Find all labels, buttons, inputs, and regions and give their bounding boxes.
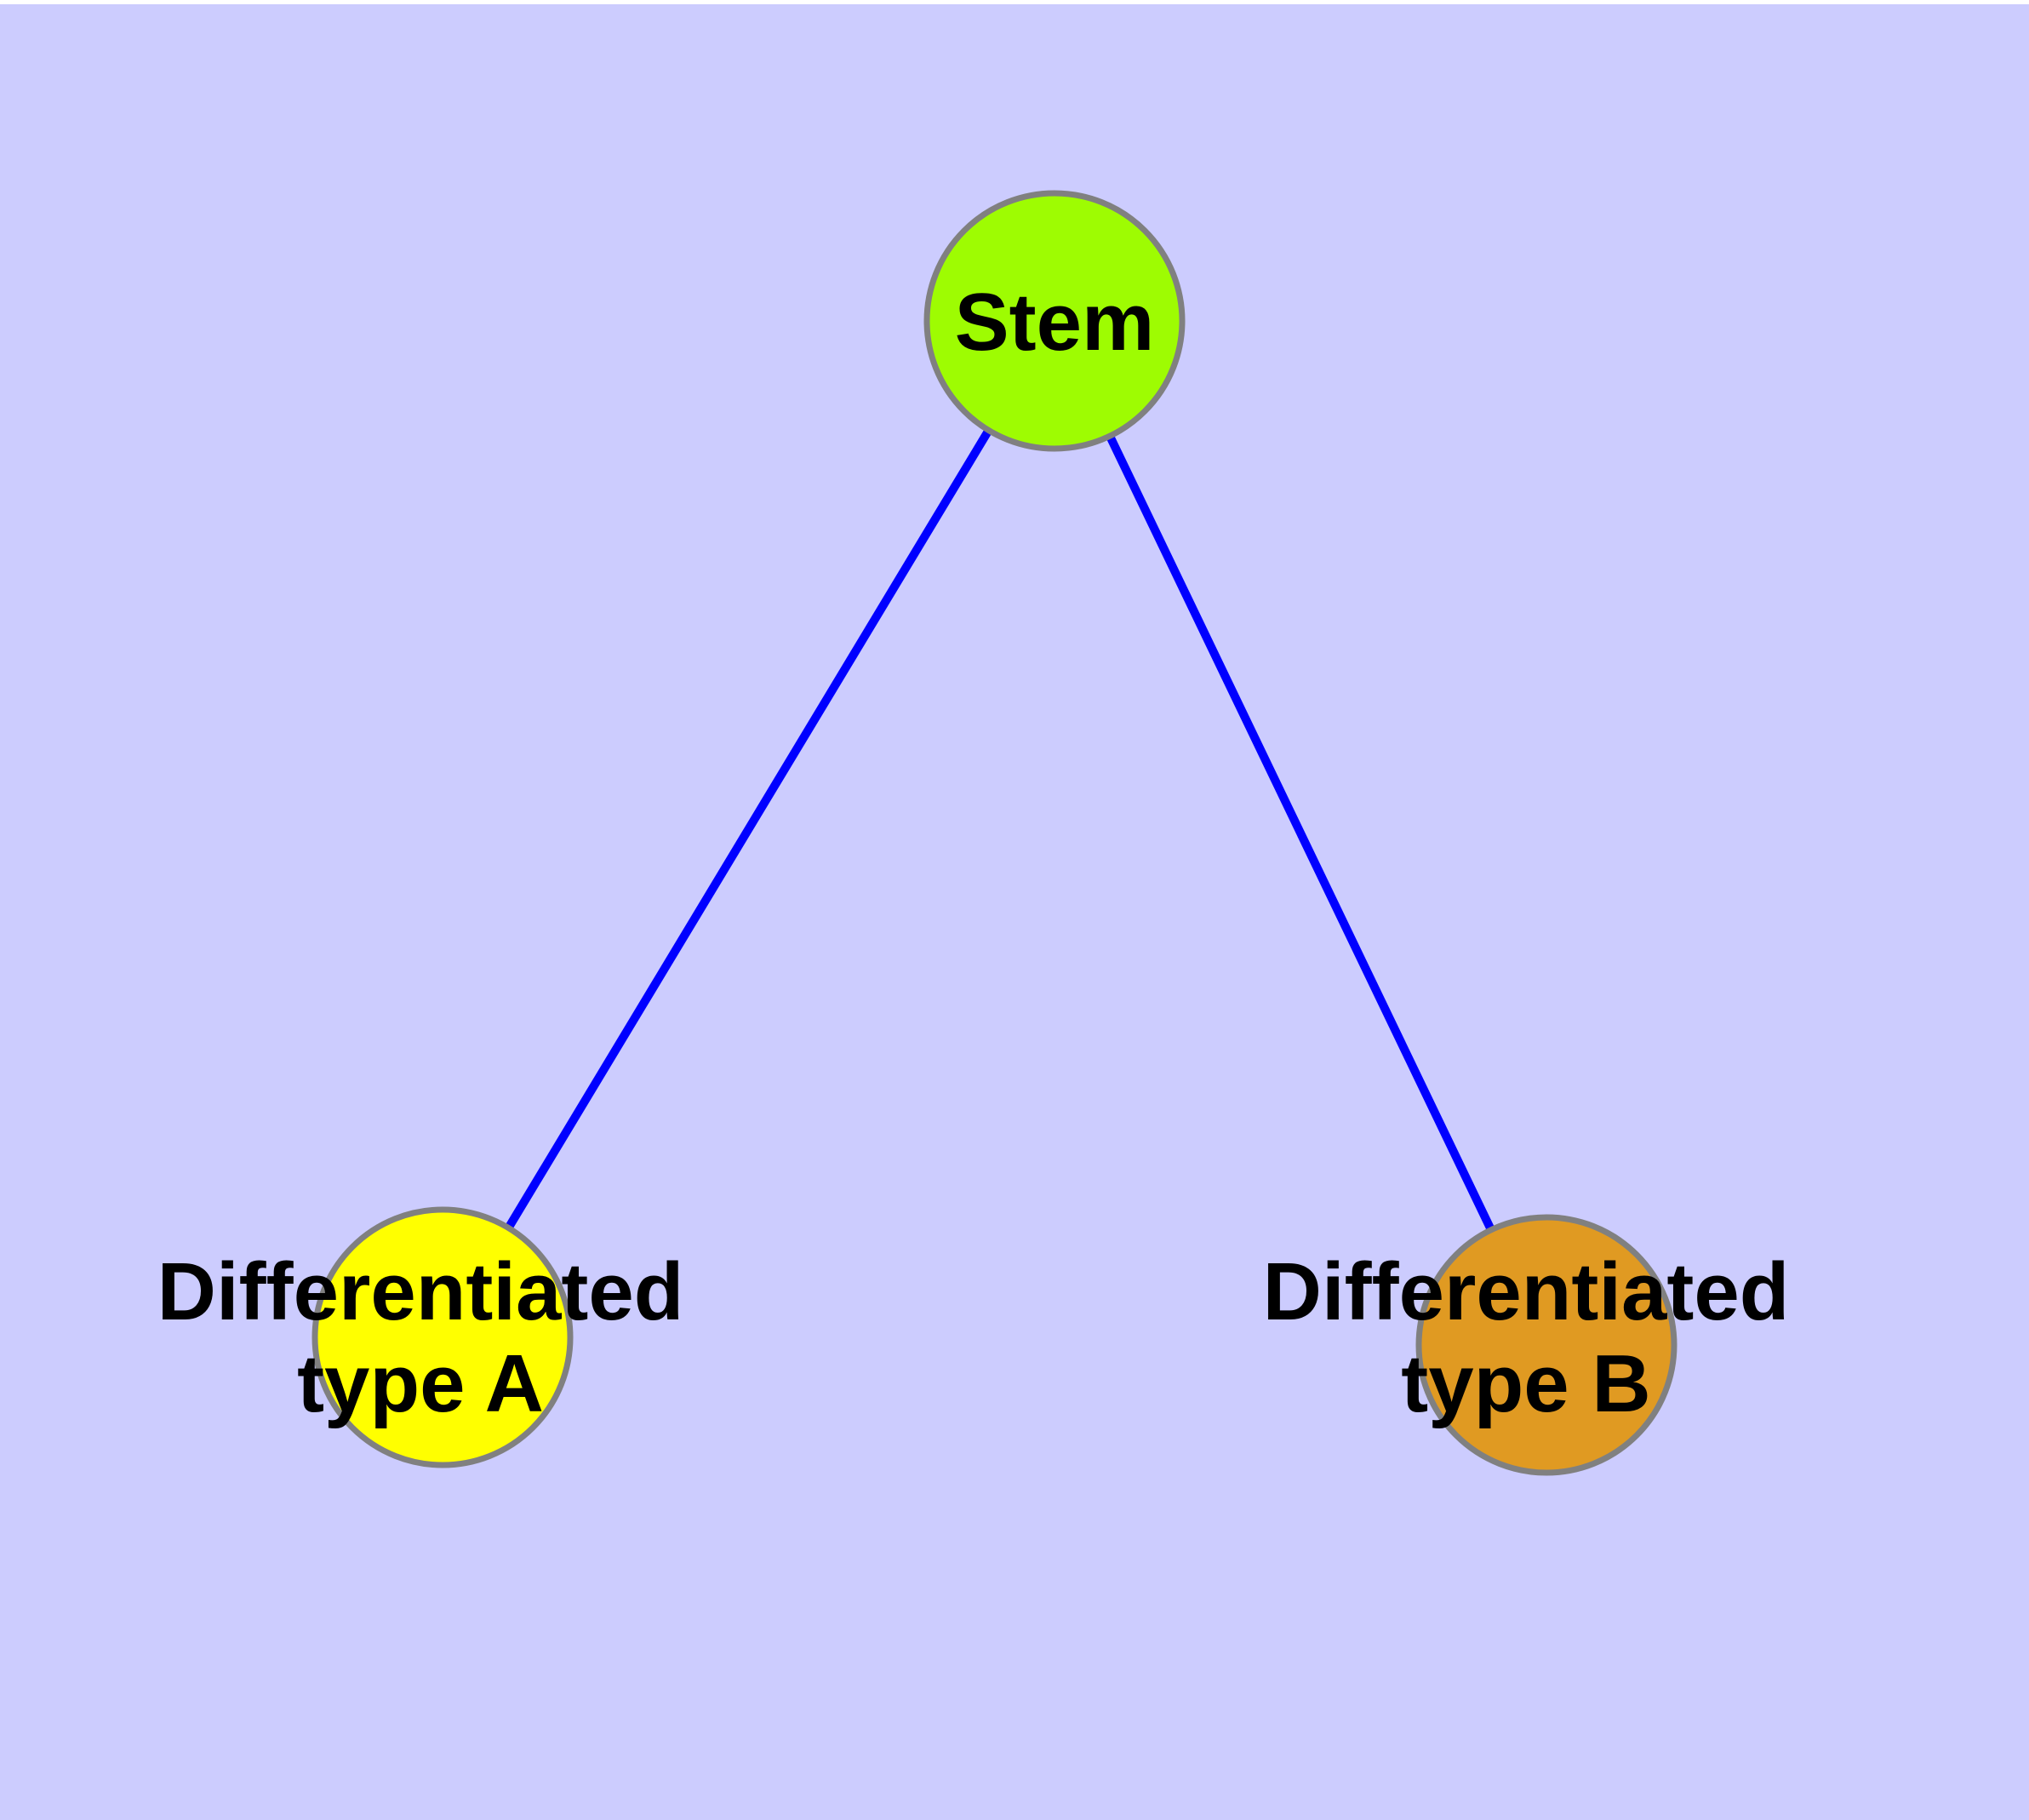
graph-node-label-line: Differentiated [157,1246,684,1337]
graph-node-label-stem: Stem [955,277,1155,368]
graph-node-label-line: Stem [955,277,1155,368]
graph-node-label-line: type B [1401,1338,1650,1429]
graph-node-stem[interactable] [923,190,1186,452]
graph-node-label-line: Differentiated [1263,1246,1790,1337]
nodes-layer [311,190,1677,1476]
graph-edge-stem-to-diff-b[interactable] [1050,318,1551,1348]
graph-node-label-line: type A [297,1338,544,1429]
graph-edge-stem-to-diff-a[interactable] [438,318,1059,1340]
edges-layer [438,318,1551,1348]
graph-node-diff-b[interactable] [1415,1214,1677,1476]
graph-node-diff-a[interactable] [311,1206,574,1468]
